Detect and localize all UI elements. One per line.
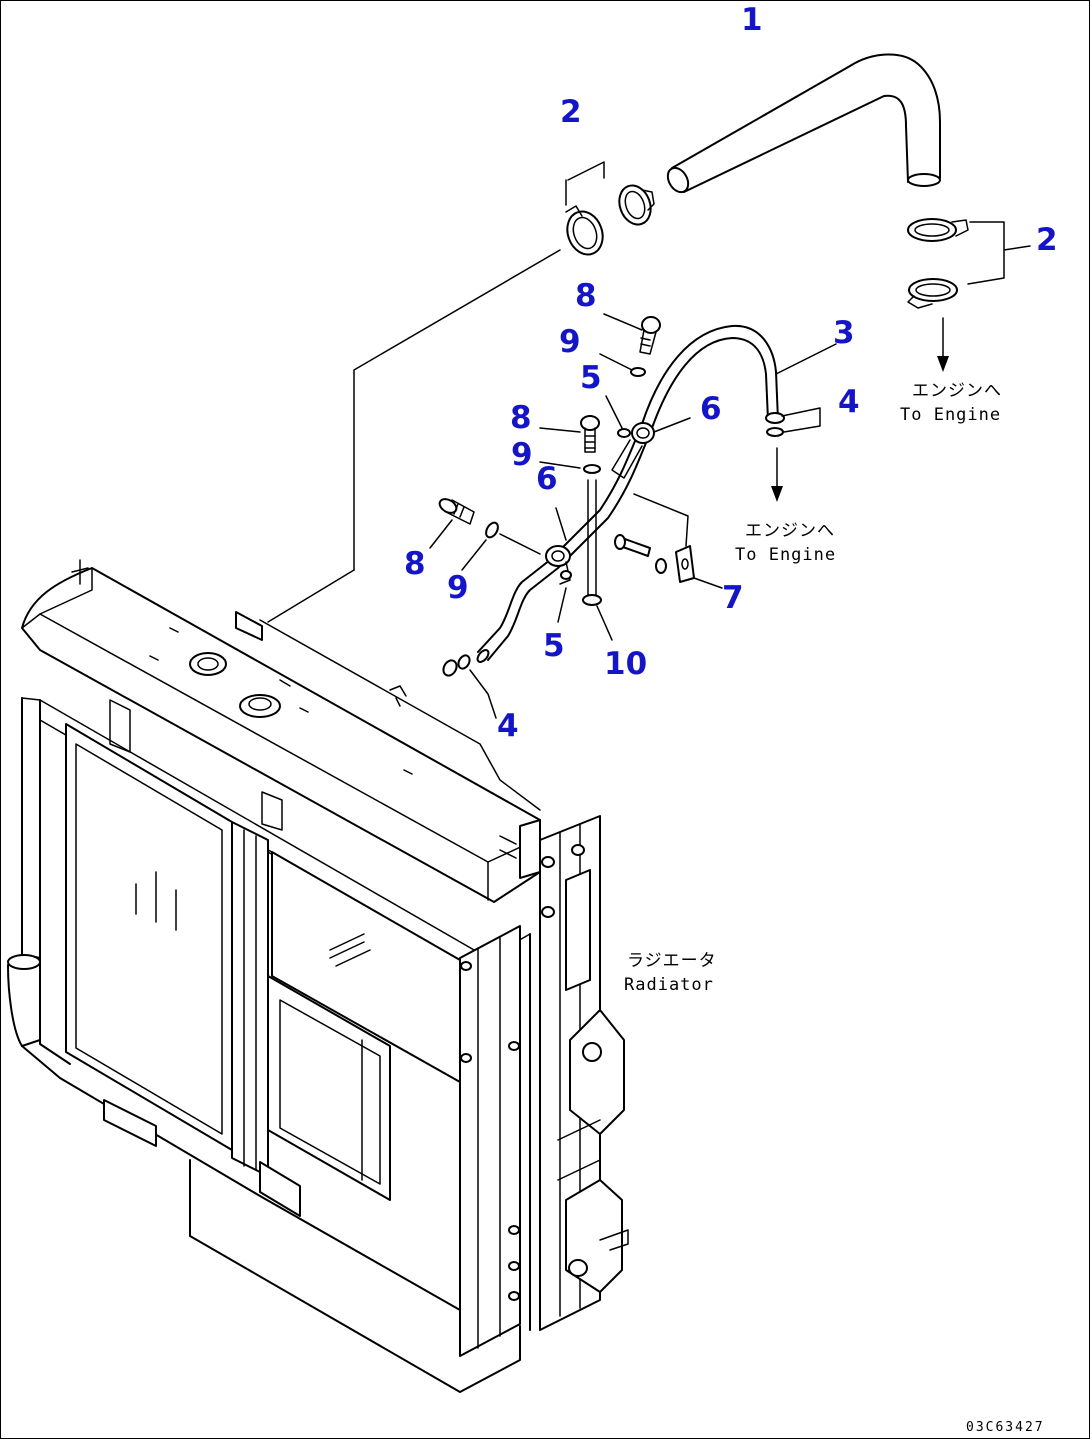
stay-rod bbox=[582, 479, 613, 641]
radiator-jp: ラジエータ bbox=[627, 951, 717, 971]
hose-to-radiator-leader bbox=[353, 249, 561, 571]
callout-9-left: 9 bbox=[447, 570, 469, 606]
pipe-clip-right bbox=[765, 407, 821, 502]
callout-2-right-clamps: 2 bbox=[1036, 222, 1058, 258]
to-engine-upper-en: To Engine bbox=[900, 405, 1001, 425]
callout-10-stay: 10 bbox=[604, 646, 647, 682]
pipe-clamp-lower bbox=[545, 507, 572, 623]
to-engine-lower-jp: エンジンへ bbox=[745, 521, 835, 541]
washer-left bbox=[461, 521, 541, 571]
right-hose-clamps bbox=[907, 218, 1031, 372]
upper-hose-clamps bbox=[565, 161, 655, 256]
callout-9-mid: 9 bbox=[511, 437, 533, 473]
callout-labels: 1 2 2 3 4 4 5 5 6 6 7 8 8 8 9 9 9 10 bbox=[404, 2, 1058, 744]
radiator-assembly bbox=[7, 559, 629, 1393]
callout-4-clip-lower: 4 bbox=[497, 708, 519, 744]
callout-9-top: 9 bbox=[559, 324, 581, 360]
callout-8-left: 8 bbox=[404, 546, 426, 582]
to-engine-lower-en: To Engine bbox=[735, 545, 836, 565]
callout-5-lower: 5 bbox=[543, 628, 565, 664]
pipe-clamp-upper bbox=[605, 395, 691, 479]
annotation-notes: エンジンへ To Engine エンジンへ To Engine ラジエータ Ra… bbox=[624, 381, 1002, 995]
callout-4-clip-right: 4 bbox=[838, 384, 860, 420]
radiator-en: Radiator bbox=[624, 975, 714, 995]
callout-3-pipe: 3 bbox=[833, 315, 855, 351]
mounting-bracket bbox=[614, 493, 723, 589]
callout-1-hose: 1 bbox=[741, 2, 763, 38]
bolt-top bbox=[603, 313, 661, 355]
to-engine-upper-jp: エンジンへ bbox=[912, 381, 1002, 401]
callout-5-upper: 5 bbox=[580, 360, 602, 396]
washer-mid bbox=[539, 461, 601, 474]
callout-2-upper-clamps: 2 bbox=[560, 94, 582, 130]
callout-6-lower: 6 bbox=[536, 461, 558, 497]
drawing-code: 03C63427 bbox=[966, 1420, 1045, 1435]
washer-top bbox=[599, 353, 646, 377]
callout-7-bracket: 7 bbox=[722, 580, 744, 616]
radiator-hose bbox=[666, 53, 941, 194]
callout-8-mid: 8 bbox=[510, 400, 532, 436]
coolant-pipe bbox=[476, 324, 837, 663]
callout-6-upper: 6 bbox=[700, 391, 722, 427]
callout-8-top: 8 bbox=[575, 278, 597, 314]
bolt-mid bbox=[539, 415, 600, 453]
bolt-left bbox=[429, 498, 475, 549]
pipe-clip-lower bbox=[442, 654, 497, 719]
